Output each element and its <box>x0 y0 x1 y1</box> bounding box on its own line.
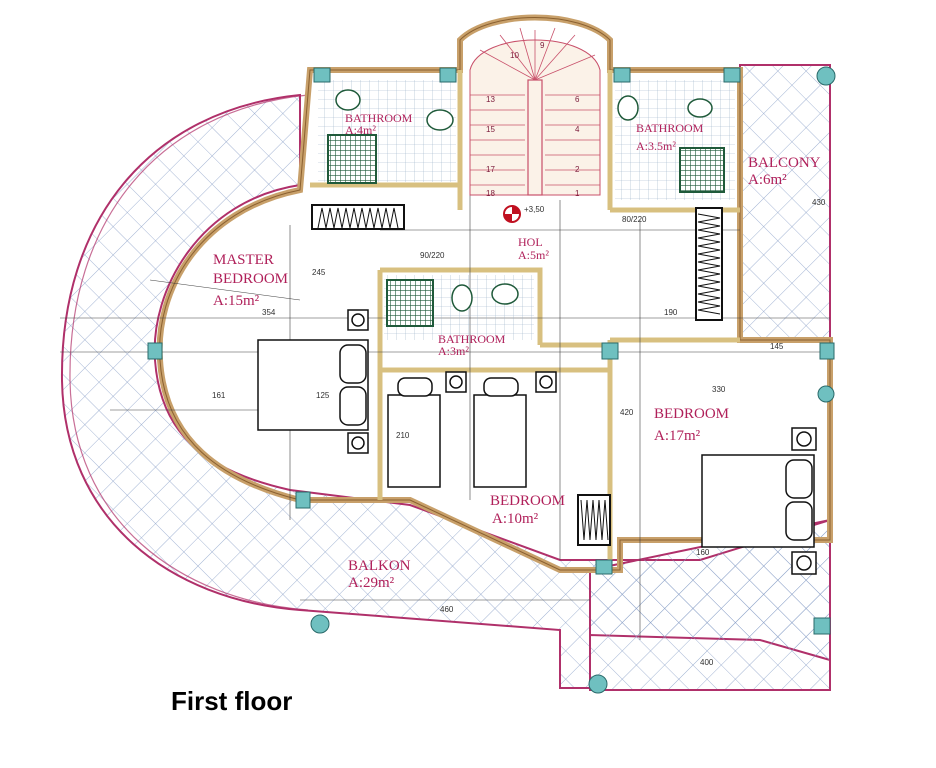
hall-name: HOL <box>518 235 543 249</box>
bathroom-1-fixtures <box>318 80 456 184</box>
wardrobe-bedroom-small <box>577 494 611 546</box>
bed-large <box>701 427 817 575</box>
dimension-labels: 245 354 190 145 330 420 161 125 210 160 … <box>212 198 826 667</box>
bathroom-3-area: A:3m² <box>438 344 469 358</box>
bedroom-small-area: A:10m² <box>492 511 539 527</box>
bathroom-2-fixtures <box>615 80 735 200</box>
stair-step-9: 9 <box>540 41 545 50</box>
bed-small-1 <box>387 377 441 488</box>
dim-label: 145 <box>770 342 784 351</box>
bedroom-large-area: A:17m² <box>654 428 701 444</box>
interior-walls <box>310 70 740 560</box>
wardrobe-master <box>311 204 405 230</box>
dim-label: 161 <box>212 391 226 400</box>
master-bedroom-name-1: MASTER <box>213 252 274 268</box>
staircase: 13 15 17 18 6 4 2 1 10 9 <box>469 27 601 198</box>
master-bedroom-name-2: BEDROOM <box>213 271 288 287</box>
stair-step-4: 4 <box>575 125 580 134</box>
bathroom-3-name: BATHROOM <box>438 332 506 346</box>
dim-label: 460 <box>440 605 454 614</box>
dim-label: 420 <box>620 408 634 417</box>
dim-label: 210 <box>396 431 410 440</box>
bathroom-1-name: BATHROOM <box>345 111 413 125</box>
bathroom-1-area: A:4m² <box>345 123 376 137</box>
master-bedroom-area: A:15m² <box>213 293 260 309</box>
dim-label: 430 <box>812 198 826 207</box>
stair-step-6: 6 <box>575 95 580 104</box>
balkon-area <box>60 93 831 689</box>
dim-label: 125 <box>316 391 330 400</box>
room-labels: MASTER BEDROOM A:15m² BATHROOM A:4m² BAT… <box>213 111 821 591</box>
stair-step-13: 13 <box>486 95 495 104</box>
stair-step-18: 18 <box>486 189 495 198</box>
stair-step-17: 17 <box>486 165 495 174</box>
stair-step-1: 1 <box>575 189 580 198</box>
columns <box>147 66 836 694</box>
dim-label: 190 <box>664 308 678 317</box>
stair-step-2: 2 <box>575 165 580 174</box>
dim-label: 90/220 <box>420 251 445 260</box>
dim-label: 400 <box>700 658 714 667</box>
dim-label: 354 <box>262 308 276 317</box>
bathroom-3-fixtures <box>384 275 534 340</box>
level-mark-text: +3,50 <box>524 205 545 214</box>
dim-label: 80/220 <box>622 215 647 224</box>
balkon-name: BALKON <box>348 558 411 574</box>
dim-label: 245 <box>312 268 326 277</box>
bedroom-small-name: BEDROOM <box>490 493 565 509</box>
stair-step-10: 10 <box>510 51 519 60</box>
wardrobe-bedroom-large <box>695 207 723 321</box>
balcony-area: A:6m² <box>748 172 787 188</box>
balcony-name: BALCONY <box>748 155 821 171</box>
dim-label: 160 <box>696 548 710 557</box>
page-title: First floor <box>171 686 293 716</box>
level-marker: +3,50 <box>503 205 545 223</box>
balkon-area: A:29m² <box>348 575 395 591</box>
bathroom-2-name: BATHROOM <box>636 121 704 135</box>
bathroom-2-area: A:3.5m² <box>636 139 676 153</box>
bed-small-2 <box>445 371 557 488</box>
dim-label: 330 <box>712 385 726 394</box>
bedroom-large-name: BEDROOM <box>654 406 729 422</box>
stair-step-15: 15 <box>486 125 495 134</box>
bed-master <box>257 309 369 454</box>
building-walls <box>156 14 833 573</box>
hall-area: A:5m² <box>518 248 549 262</box>
